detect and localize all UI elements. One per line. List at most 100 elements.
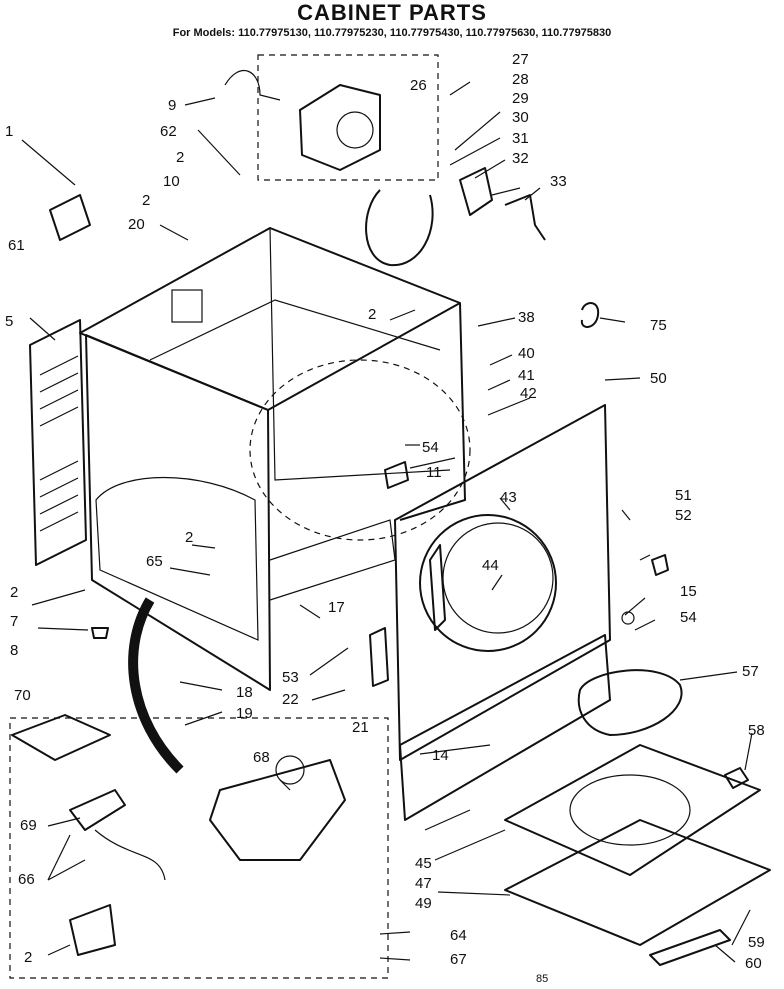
door-hinge-strip — [429, 544, 446, 631]
door-opening-outer — [419, 514, 557, 652]
callout-68: 68 — [253, 749, 270, 766]
callout-67: 67 — [450, 951, 467, 968]
callout-53: 53 — [282, 669, 299, 686]
motor-body — [299, 84, 381, 171]
callout-2: 2 — [24, 949, 32, 966]
inset-timer-assembly — [209, 759, 346, 861]
inset-box — [9, 717, 389, 979]
part-15-ring — [621, 611, 635, 625]
callout-57: 57 — [742, 663, 759, 680]
callout-20: 20 — [128, 216, 145, 233]
callout-21: 21 — [352, 719, 369, 736]
callout-64: 64 — [450, 927, 467, 944]
callout-65: 65 — [146, 553, 163, 570]
callout-40: 40 — [518, 345, 535, 362]
page-title: CABINET PARTS — [297, 0, 487, 25]
part-11-connector — [384, 461, 409, 489]
side-panel-louvers — [39, 355, 79, 532]
bottom-strip-60 — [649, 929, 731, 966]
base-plate-hole — [569, 774, 691, 846]
callout-2: 2 — [185, 529, 193, 546]
callout-17: 17 — [328, 599, 345, 616]
part-58-block — [724, 767, 749, 789]
callout-22: 22 — [282, 691, 299, 708]
front-door-frame — [394, 404, 611, 761]
bottom-panel-49 — [504, 819, 771, 946]
callout-2: 2 — [176, 149, 184, 166]
part-1-shield — [49, 194, 91, 241]
callout-19: 19 — [236, 705, 253, 722]
callout-49: 49 — [415, 895, 432, 912]
part-75-clip — [580, 302, 600, 328]
callout-26: 26 — [410, 77, 427, 94]
kick-panel — [399, 634, 611, 821]
callout-43: 43 — [500, 489, 517, 506]
callout-7: 7 — [10, 613, 18, 630]
callout-50: 50 — [650, 370, 667, 387]
callout-47: 47 — [415, 875, 432, 892]
callout-54: 54 — [680, 609, 697, 626]
inset-switch — [69, 789, 126, 831]
callout-32: 32 — [512, 150, 529, 167]
callout-52: 52 — [675, 507, 692, 524]
callout-54: 54 — [422, 439, 439, 456]
cabinet-front-opening — [95, 476, 259, 641]
door-opening-inner — [442, 522, 554, 634]
callout-2: 2 — [368, 306, 376, 323]
leader-lines — [21, 81, 753, 963]
callout-38: 38 — [518, 309, 535, 326]
inset-wire — [94, 829, 166, 881]
cabinet-inner-back — [269, 227, 451, 481]
part-70-card — [11, 714, 111, 761]
side-panel — [29, 319, 87, 566]
callout-15: 15 — [680, 583, 697, 600]
cabinet-artwork — [9, 54, 771, 979]
top-harness — [224, 70, 281, 101]
bracket-rear — [171, 289, 203, 323]
callout-44: 44 — [482, 557, 499, 574]
footer-mark: 85 — [536, 973, 548, 985]
cabinet-inner-floor — [149, 299, 441, 361]
callout-33: 33 — [550, 173, 567, 190]
part-52-block — [651, 554, 669, 576]
callout-11: 11 — [426, 464, 442, 481]
callout-41: 41 — [518, 367, 535, 384]
part-8-foot — [91, 627, 109, 639]
callout-labels: 1 2 2 2 2 2 2 5 7 8 9 10 11 14 15 17 18 … — [5, 51, 765, 985]
motor-pulley — [336, 111, 374, 149]
drum-ring-57 — [577, 669, 683, 736]
callout-59: 59 — [748, 934, 765, 951]
callout-14: 14 — [432, 747, 449, 764]
callout-10: 10 — [163, 173, 180, 190]
callout-75: 75 — [650, 317, 667, 334]
callout-61: 61 — [8, 237, 25, 254]
callout-5: 5 — [5, 313, 13, 330]
callout-28: 28 — [512, 71, 529, 88]
base-plate-47 — [504, 744, 761, 876]
callout-30: 30 — [512, 109, 529, 126]
part-33-bracket — [504, 194, 546, 241]
callout-31: 31 — [512, 130, 529, 147]
callout-66: 66 — [18, 871, 35, 888]
cabinet-right-side — [399, 302, 466, 521]
callout-9: 9 — [168, 97, 176, 114]
callout-2: 2 — [10, 584, 18, 601]
base-rail — [269, 519, 396, 601]
callout-70: 70 — [14, 687, 31, 704]
drum-outline — [249, 359, 471, 541]
cabinet-front-panel — [85, 334, 271, 691]
callout-1: 1 — [5, 123, 13, 140]
callout-51: 51 — [675, 487, 692, 504]
callout-42: 42 — [520, 385, 537, 402]
part-32-housing — [459, 167, 493, 216]
callout-27: 27 — [512, 51, 529, 68]
callout-8: 8 — [10, 642, 18, 659]
callout-69: 69 — [20, 817, 37, 834]
inset-component — [275, 755, 305, 785]
exhaust-duct — [128, 597, 184, 774]
inset-bracket — [69, 904, 116, 956]
callout-29: 29 — [512, 90, 529, 107]
callout-60: 60 — [745, 955, 762, 972]
callout-58: 58 — [748, 722, 765, 739]
drive-belt — [365, 189, 434, 267]
